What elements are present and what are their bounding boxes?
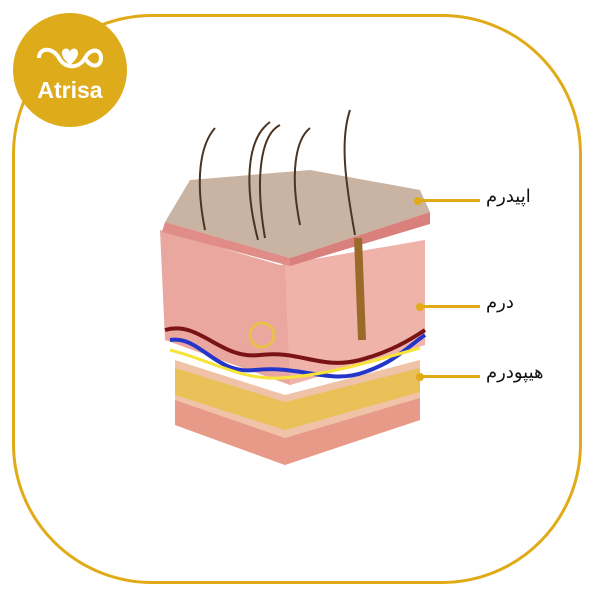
dermis-pointer-dot bbox=[416, 303, 424, 311]
nerve bbox=[169, 346, 421, 380]
brand-name: Atrisa bbox=[37, 77, 103, 103]
epidermis-pointer-dot bbox=[414, 197, 422, 205]
sweat-gland bbox=[248, 321, 276, 349]
hair-follicle bbox=[354, 237, 366, 341]
hypodermis-pointer-dot bbox=[416, 373, 424, 381]
rounded-frame bbox=[12, 14, 582, 584]
hypodermis-bottom bbox=[175, 398, 420, 465]
fat-band bbox=[175, 368, 420, 430]
atrisa-logo: Atrisa bbox=[13, 13, 127, 127]
vein bbox=[169, 333, 427, 379]
hair-strands bbox=[198, 109, 356, 241]
epidermis-pointer-line bbox=[418, 199, 480, 202]
dermis-label: درم bbox=[486, 292, 514, 313]
epidermis-edge bbox=[162, 222, 290, 266]
artery bbox=[164, 326, 427, 365]
dermis-pointer-line bbox=[420, 305, 480, 308]
hypodermis-label: هیپودرم bbox=[486, 362, 544, 383]
infinity-heart-icon bbox=[37, 47, 104, 69]
epidermis-label: اپیدرم bbox=[486, 186, 531, 207]
hypodermis-pointer-line bbox=[420, 375, 480, 378]
